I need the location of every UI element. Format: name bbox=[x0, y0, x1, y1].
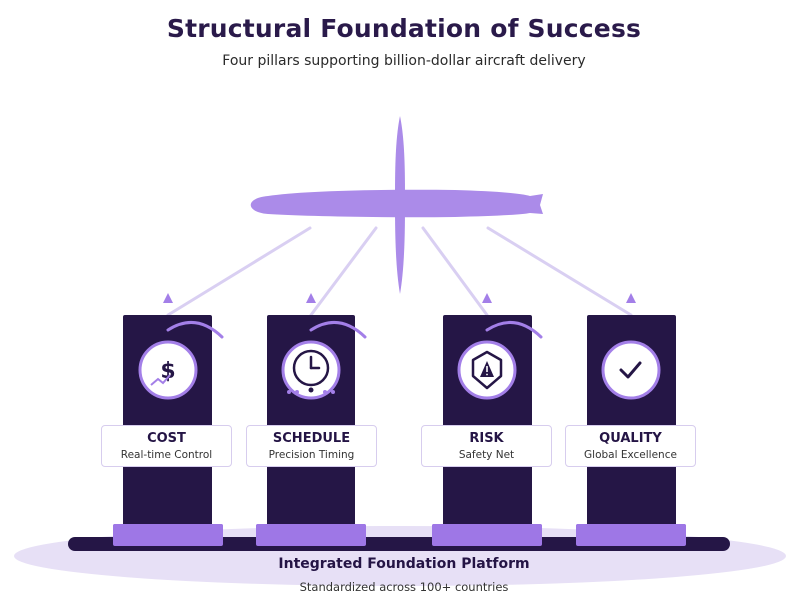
pillar-arrows bbox=[163, 293, 636, 303]
arrow-risk bbox=[482, 293, 492, 303]
pillar-label-schedule: SCHEDULE Precision Timing bbox=[246, 425, 377, 467]
arrow-quality bbox=[626, 293, 636, 303]
arrow-cost bbox=[163, 293, 173, 303]
pillar-desc: Global Excellence bbox=[584, 449, 677, 461]
platform-title: Integrated Foundation Platform bbox=[278, 556, 530, 572]
support-lines bbox=[166, 226, 633, 317]
pillar-desc: Precision Timing bbox=[268, 449, 355, 461]
aircraft-icon bbox=[250, 116, 543, 294]
page-subtitle: Four pillars supporting billion-dollar a… bbox=[222, 53, 586, 69]
pillar-name: QUALITY bbox=[599, 431, 662, 446]
support-line-risk bbox=[421, 226, 489, 317]
clock-icon bbox=[292, 349, 330, 393]
pillar-label-risk: RISK Safety Net bbox=[421, 425, 552, 467]
pillar-name: RISK bbox=[469, 431, 504, 446]
pillar-desc: Safety Net bbox=[458, 449, 515, 461]
page-title: Structural Foundation of Success bbox=[166, 14, 642, 43]
platform-subtitle: Standardized across 100+ countries bbox=[299, 580, 509, 594]
support-line-schedule bbox=[309, 226, 378, 317]
pillar-label-quality: QUALITY Global Excellence bbox=[565, 425, 696, 467]
pillar-name: COST bbox=[147, 431, 186, 446]
pillar-desc: Real-time Control bbox=[120, 449, 213, 461]
pillar-label-cost: COST Real-time Control bbox=[101, 425, 232, 467]
warning-shield-icon bbox=[471, 350, 503, 390]
platform-bar bbox=[68, 537, 730, 551]
support-line-quality bbox=[486, 226, 633, 317]
arrow-schedule bbox=[306, 293, 316, 303]
pillar-name: SCHEDULE bbox=[272, 431, 351, 446]
support-line-cost bbox=[166, 226, 312, 317]
checkmark-icon bbox=[619, 361, 642, 379]
dollar-icon: $ bbox=[160, 359, 175, 384]
